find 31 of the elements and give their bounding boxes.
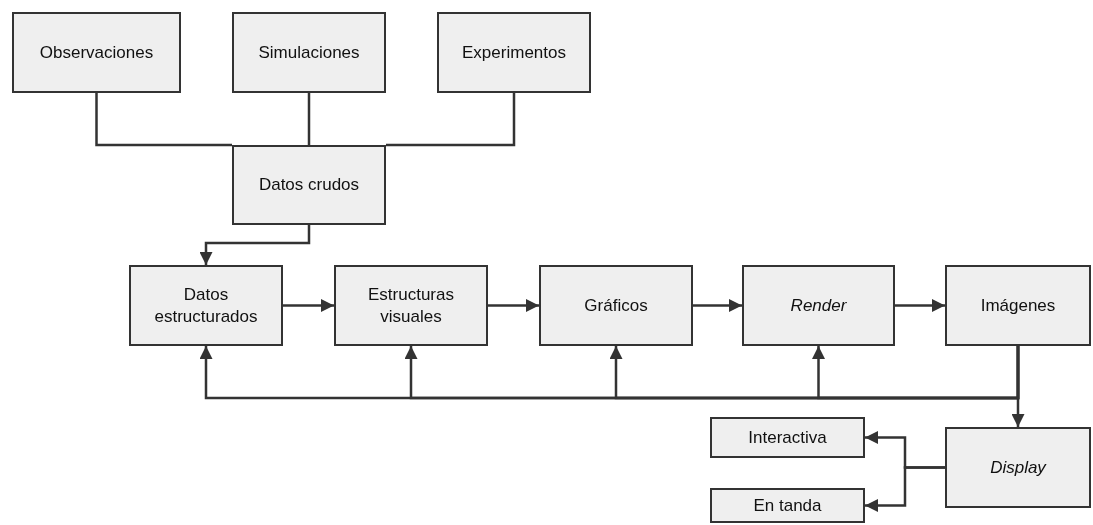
process-box bbox=[232, 12, 386, 93]
process-box bbox=[334, 265, 488, 346]
process-box bbox=[710, 417, 865, 458]
box-label: Simulaciones bbox=[258, 41, 360, 64]
connector-arrow bbox=[865, 466, 945, 512]
box-label: Datos crudos bbox=[258, 174, 360, 196]
process-box bbox=[12, 12, 181, 93]
box-label: Observaciones bbox=[39, 41, 154, 64]
process-box bbox=[437, 12, 591, 93]
process-box bbox=[945, 427, 1091, 508]
connector-arrow bbox=[895, 299, 945, 312]
box-label: Interactiva bbox=[748, 426, 827, 449]
connector-arrow bbox=[693, 299, 742, 312]
process-box bbox=[232, 145, 386, 225]
box-label: Display bbox=[990, 456, 1046, 479]
box-label: Estructuras visuales bbox=[367, 284, 455, 327]
process-box bbox=[945, 265, 1091, 346]
process-box bbox=[129, 265, 283, 346]
connector-arrow bbox=[488, 299, 539, 312]
box-label: Experimentos bbox=[462, 41, 566, 64]
connector-arrow bbox=[283, 299, 334, 312]
box-label: Datos estructurados bbox=[153, 284, 259, 327]
box-label: Render bbox=[790, 294, 847, 317]
box-label: Imágenes bbox=[980, 294, 1056, 317]
process-box bbox=[710, 488, 865, 523]
connector-arrow bbox=[199, 225, 311, 265]
process-box bbox=[539, 265, 693, 346]
box-label: Gráficos bbox=[584, 294, 648, 317]
connector-arrow bbox=[812, 346, 1020, 400]
process-box bbox=[742, 265, 895, 346]
box-label: En tanda bbox=[753, 494, 822, 517]
